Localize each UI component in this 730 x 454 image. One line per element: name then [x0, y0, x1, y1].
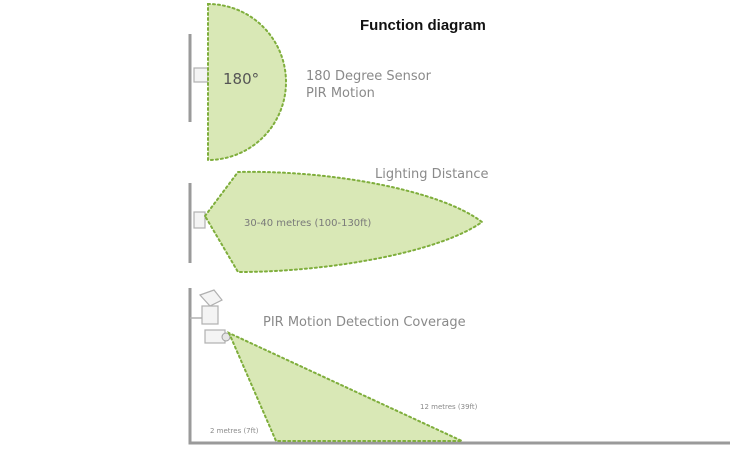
- wall-ground: [188, 288, 730, 445]
- lighting-zone: [203, 170, 484, 274]
- sensor-180-zone: [207, 2, 287, 162]
- lamp-head: [198, 289, 223, 307]
- sensor-angle-panel: 180° 180 Degree Sensor PIR Motion: [188, 2, 432, 162]
- lighting-distance-panel: Lighting Distance 30-40 metres (100-130f…: [188, 167, 489, 274]
- lamp-body: [201, 305, 219, 325]
- sensor-label-line1: 180 Degree Sensor: [306, 69, 432, 84]
- angle-label: 180°: [223, 70, 259, 88]
- coverage-far: 12 metres (39ft): [420, 403, 478, 411]
- lighting-range: 30-40 metres (100-130ft): [244, 218, 371, 229]
- lighting-title: Lighting Distance: [375, 167, 489, 182]
- coverage-title: PIR Motion Detection Coverage: [263, 315, 466, 330]
- sensor-mount-1: [193, 67, 209, 83]
- lamp-mount: [193, 211, 206, 229]
- detection-coverage-panel: PIR Motion Detection Coverage 2 metres (…: [188, 288, 730, 445]
- sensor-label-line2: PIR Motion: [306, 86, 375, 101]
- coverage-near: 2 metres (7ft): [210, 427, 259, 435]
- sensor-eye: [221, 332, 231, 342]
- diagram-title: Function diagram: [360, 17, 486, 34]
- detection-zone: [227, 330, 463, 442]
